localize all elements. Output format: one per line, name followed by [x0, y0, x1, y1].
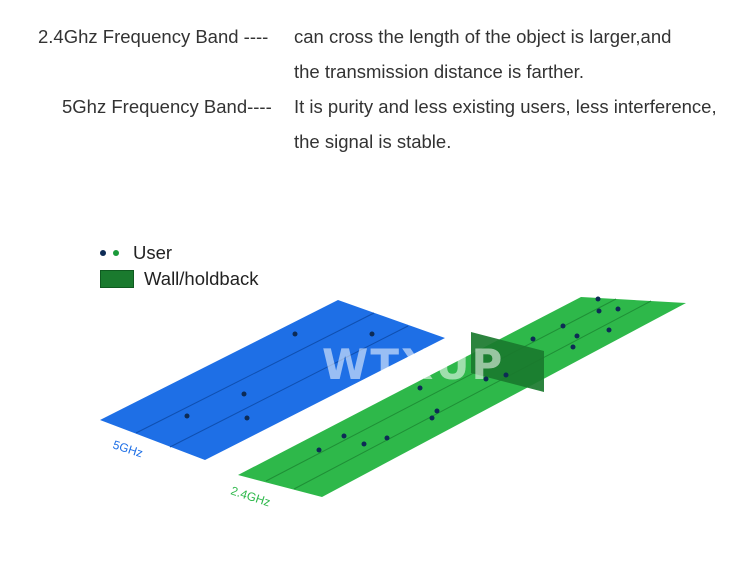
band24-description-line1: can cross the length of the object is la…: [294, 26, 672, 47]
user-dot: [595, 296, 601, 302]
band24-label: 2.4GHz: [229, 484, 272, 510]
user-dot: [560, 323, 566, 329]
user-dot: [417, 385, 423, 391]
band24-description-label: 2.4Ghz Frequency Band ----: [38, 26, 269, 47]
user-dot: [530, 336, 536, 342]
user-dot: [615, 306, 621, 312]
wall: [471, 332, 544, 392]
band5-users: [184, 331, 375, 421]
band5-description-line1: It is purity and less existing users, le…: [294, 96, 717, 117]
band24-description-line2: the transmission distance is farther.: [294, 61, 584, 82]
band5-description-line2: the signal is stable.: [294, 131, 452, 152]
band5-description-label: 5Ghz Frequency Band----: [62, 96, 272, 117]
user-dot-icon: [100, 250, 106, 256]
user-dot: [596, 308, 602, 314]
wall-swatch-icon: [100, 270, 134, 288]
band5-label: 5GHz: [111, 438, 145, 461]
legend-user: User: [100, 240, 258, 266]
legend-user-label: User: [133, 242, 173, 263]
band5-lane-line: [169, 325, 409, 448]
band5-lane-line: [135, 312, 375, 434]
user-dot-icon: [113, 250, 119, 256]
legend-wall: Wall/holdback: [100, 266, 258, 292]
band24-lane-line: [265, 298, 617, 482]
legend-wall-label: Wall/holdback: [144, 268, 259, 289]
user-dot: [361, 441, 367, 447]
band24-lane-line: [293, 300, 652, 490]
user-dot: [369, 331, 375, 337]
user-dot: [341, 433, 347, 439]
user-dot: [606, 327, 612, 333]
user-dot: [429, 415, 435, 421]
user-dot: [570, 344, 576, 350]
user-dot: [316, 447, 322, 453]
band24-users: [316, 296, 621, 453]
user-dot: [434, 408, 440, 414]
user-dot: [184, 413, 190, 419]
description-block: 2.4Ghz Frequency Band ---- can cross the…: [0, 0, 755, 200]
user-dot: [244, 415, 250, 421]
legend: User Wall/holdback: [100, 240, 258, 292]
user-dot: [292, 331, 298, 337]
user-dot: [574, 333, 580, 339]
user-dot: [384, 435, 390, 441]
user-dot: [241, 391, 247, 397]
user-dot: [483, 376, 489, 382]
user-dot: [503, 372, 509, 378]
band5-area: [100, 300, 445, 460]
watermark: WTXUP: [322, 340, 505, 389]
